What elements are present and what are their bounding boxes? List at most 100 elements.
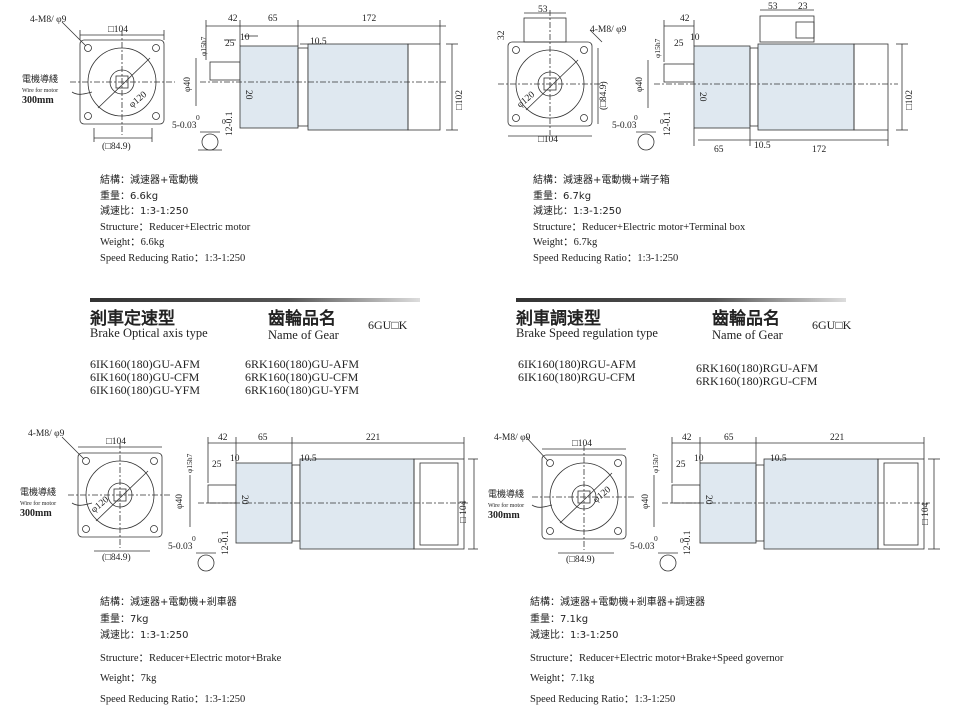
spec-weight-zh: 重量：6.7kg bbox=[533, 190, 592, 202]
spec-structure-zh: 結構：減速器+電動機+剎車器 bbox=[100, 597, 237, 608]
spec-structure-en: Structure：Reducer+Electric motor+Termina… bbox=[533, 221, 746, 233]
model-list-left: 6IK160(180)RGU-AFM 6IK160(180)RGU-CFM bbox=[518, 358, 636, 384]
label-key-b: 12-0.1 bbox=[225, 111, 235, 136]
label-sq104b-3: □ 104 bbox=[459, 500, 469, 523]
label-wire-zh-3: 電機導綫 bbox=[20, 486, 56, 497]
section-title-en: Brake Optical axis type bbox=[90, 326, 208, 340]
label-sq849-2: (□84.9) bbox=[598, 81, 609, 110]
label-d105-4: 10.5 bbox=[770, 454, 787, 464]
label-wire-en: Wire for motor bbox=[22, 87, 58, 94]
label-d105: 10.5 bbox=[310, 37, 327, 47]
model-item: 6RK160(180)RGU-AFM bbox=[696, 361, 819, 375]
model-item: 6RK160(180)GU-AFM bbox=[245, 357, 359, 371]
spec-weight-en: Weight：7.1kg bbox=[530, 673, 595, 684]
label-wire-len-3: 300mm bbox=[20, 508, 52, 519]
section-title-zh: 剎車定速型 bbox=[90, 309, 175, 329]
spec-ratio-en: Speed Reducing Ratio：1:3-1:250 bbox=[100, 252, 246, 264]
label-sq104: □104 bbox=[108, 25, 128, 35]
technical-drawing-4: 4-M8/ φ9 □104 (□84.9) 電機導綫 Wire for moto… bbox=[488, 433, 940, 572]
model-item: 6IK160(180)GU-AFM bbox=[90, 357, 200, 371]
label-key-b-4: 12-0.1 bbox=[683, 530, 693, 555]
label-key-a0-4: 0 bbox=[654, 534, 658, 543]
drawing-reducer-motor-brake-governor: 4-M8/ φ9 □104 (□84.9) 電機導綫 Wire for moto… bbox=[478, 423, 956, 719]
technical-drawing-3: 4-M8/ φ9 □104 (□84.9) 電機導綫 Wire for moto… bbox=[20, 429, 478, 572]
label-d105-3: 10.5 bbox=[300, 454, 317, 464]
label-phi15-3: φ15h7 bbox=[185, 453, 194, 473]
label-d42-3: 42 bbox=[218, 433, 228, 443]
label-wire-len-4: 300mm bbox=[488, 510, 520, 521]
label-phi40: φ40 bbox=[183, 77, 193, 92]
label-d105-2: 10.5 bbox=[754, 141, 771, 151]
label-d25-2: 25 bbox=[674, 39, 684, 49]
spec-structure-en: Structure：Reducer+Electric motor+Brake+S… bbox=[530, 652, 784, 664]
label-key-a-4: 5-0.03 bbox=[630, 542, 655, 552]
label-key-a: 5-0.03 bbox=[172, 121, 197, 131]
label-sq102-2: □102 bbox=[905, 90, 915, 110]
label-sq104-4: □104 bbox=[572, 439, 592, 449]
label-d65-4: 65 bbox=[724, 433, 734, 443]
label-d25-4: 25 bbox=[676, 460, 686, 470]
label-phi40-4: φ40 bbox=[641, 494, 651, 509]
model-item: 6IK160(180)RGU-CFM bbox=[518, 370, 636, 384]
gear-code: 6GU□K bbox=[812, 318, 852, 332]
label-key-b0-4: 0 bbox=[680, 536, 684, 545]
model-item: 6IK160(180)GU-YFM bbox=[90, 383, 200, 397]
spec-weight-zh: 重量：6.6kg bbox=[100, 190, 159, 202]
label-d65: 65 bbox=[268, 14, 278, 24]
label-key-b-2: 12-0.1 bbox=[663, 111, 673, 136]
gear-title-en: Name of Gear bbox=[712, 328, 783, 342]
model-item: 6RK160(180)RGU-CFM bbox=[696, 374, 818, 388]
label-d53b: 53 bbox=[768, 2, 778, 12]
label-phi15-2: φ15h7 bbox=[653, 38, 662, 58]
label-d42-2: 42 bbox=[680, 14, 690, 24]
label-d25-3: 25 bbox=[212, 460, 222, 470]
section-title-zh: 剎車調速型 bbox=[516, 309, 601, 329]
label-wire-en-4: Wire for motor bbox=[488, 502, 524, 509]
label-sq102: □102 bbox=[455, 90, 465, 110]
model-list-right: 6RK160(180)GU-AFM 6RK160(180)GU-CFM 6RK1… bbox=[245, 358, 359, 397]
drawing-reducer-motor-brake: 4-M8/ φ9 □104 (□84.9) 電機導綫 Wire for moto… bbox=[0, 423, 478, 719]
label-key-a-3: 5-0.03 bbox=[168, 542, 193, 552]
label-d20: 20 bbox=[243, 90, 253, 100]
drawing-reducer-motor-terminal: 53 32 4-M8/ φ9 □104 (□84.9) φ120 42 25 1… bbox=[478, 0, 956, 296]
spec-ratio-en: Speed Reducing Ratio：1:3-1:250 bbox=[533, 252, 679, 264]
spec-weight-en: Weight：6.7kg bbox=[533, 237, 598, 248]
spec-ratio-en: Speed Reducing Ratio：1:3-1:250 bbox=[530, 693, 676, 705]
label-phi120: φ120 bbox=[128, 90, 150, 111]
label-d10-4: 10 bbox=[694, 454, 704, 464]
spec-structure-zh: 結構：減速器+電動機 bbox=[100, 175, 199, 186]
technical-drawing-1: 4-M8/ φ9 □104 (□84.9) 電機導綫 Wire for moto… bbox=[22, 14, 465, 152]
label-wire-len: 300mm bbox=[22, 95, 54, 106]
label-d25: 25 bbox=[225, 39, 235, 49]
label-phi15-4: φ15h7 bbox=[651, 453, 660, 473]
label-d172-2: 172 bbox=[812, 145, 827, 155]
label-d221-4: 221 bbox=[830, 433, 845, 443]
label-sq104-2: □104 bbox=[538, 135, 558, 145]
spec-ratio-zh: 減速比：1:3-1:250 bbox=[100, 630, 189, 641]
label-phi40-2: φ40 bbox=[635, 77, 645, 92]
label-d10: 10 bbox=[240, 33, 250, 43]
label-d32: 32 bbox=[497, 30, 507, 40]
label-phi15: φ15h7 bbox=[199, 36, 208, 56]
label-sq104-3: □104 bbox=[106, 437, 126, 447]
label-d221: 221 bbox=[366, 433, 381, 443]
label-phi120-4: φ120 bbox=[592, 485, 614, 506]
label-m8: 4-M8/ φ9 bbox=[30, 15, 67, 25]
model-item: 6IK160(180)GU-CFM bbox=[90, 370, 200, 384]
spec-ratio-en: Speed Reducing Ratio：1:3-1:250 bbox=[100, 693, 246, 705]
spec-structure-en: Structure：Reducer+Electric motor bbox=[100, 221, 251, 233]
gear-title-zh: 齒輪品名 bbox=[268, 309, 336, 329]
label-key-b-3: 12-0.1 bbox=[221, 530, 231, 555]
label-sq849-4: (□84.9) bbox=[566, 554, 595, 565]
label-m8-4: 4-M8/ φ9 bbox=[494, 433, 531, 443]
spec-structure-zh: 結構：減速器+電動機+端子箱 bbox=[533, 175, 670, 186]
label-key-a-2: 5-0.03 bbox=[612, 121, 637, 131]
label-key-b0-3: 0 bbox=[218, 536, 222, 545]
label-d53: 53 bbox=[538, 5, 548, 15]
section-title-en: Brake Speed regulation type bbox=[516, 326, 658, 340]
label-sq104b-4: □ 104 bbox=[921, 502, 931, 525]
label-d20-3: 20 bbox=[239, 495, 249, 505]
spec-ratio-zh: 減速比：1:3-1:250 bbox=[533, 206, 622, 217]
label-phi120-2: φ120 bbox=[516, 90, 538, 111]
header-bar bbox=[516, 298, 846, 302]
